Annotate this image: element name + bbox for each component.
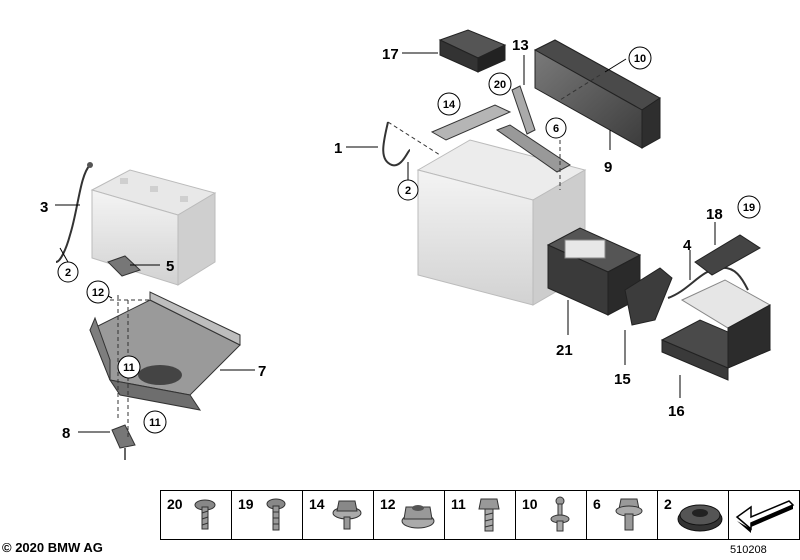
callout-11-tray: 11: [117, 355, 141, 379]
ref-cell-2: 2: [658, 491, 729, 539]
callout-18: 18: [706, 206, 723, 223]
ref-number: 10: [522, 496, 538, 512]
ref-number: 19: [238, 496, 254, 512]
callout-7: 7: [258, 363, 266, 380]
ref-number: 11: [451, 496, 466, 512]
fastener-reference-bar: 20 19 14 12 11: [160, 490, 800, 540]
callout-4: 4: [683, 237, 692, 254]
callout-12: 12: [86, 280, 110, 304]
ref-cell-19: 19: [232, 491, 303, 539]
positive-cable: [382, 121, 411, 167]
callout-16: 16: [668, 403, 685, 420]
figure-id: 510208: [730, 544, 767, 556]
callout-2-left: 2: [57, 261, 79, 283]
callout-15: 15: [614, 371, 631, 388]
callout-8: 8: [62, 425, 70, 442]
callout-17: 17: [382, 46, 399, 63]
svg-text:14: 14: [443, 99, 456, 111]
direction-arrow-icon: [735, 500, 795, 533]
ref-number: 12: [380, 496, 396, 512]
screw-icon: [194, 499, 216, 530]
svg-text:12: 12: [92, 287, 104, 299]
flange-nut-icon: [401, 505, 435, 529]
callout-14: 14: [437, 92, 461, 116]
bracket-15: [624, 267, 673, 326]
callout-1: 1: [334, 140, 342, 157]
bracket-13: [495, 85, 571, 173]
ref-number: 20: [167, 496, 183, 512]
collar-screw-icon: [615, 498, 643, 531]
svg-text:10: 10: [634, 53, 646, 65]
callout-19: 19: [737, 195, 761, 219]
part-18: [694, 234, 761, 276]
ground-cable: [55, 164, 91, 263]
bracket-14: [430, 104, 512, 141]
callout-20: 20: [488, 72, 512, 96]
svg-text:11: 11: [123, 362, 135, 374]
bracket-5: [107, 255, 141, 277]
callout-21: 21: [556, 342, 573, 359]
battery-small: [90, 169, 217, 286]
svg-text:6: 6: [553, 123, 559, 135]
svg-text:19: 19: [743, 202, 755, 214]
callout-2-right: 2: [397, 179, 419, 201]
ref-number: 14: [309, 496, 325, 512]
hex-bolt-icon: [478, 498, 500, 532]
clip-icon: [550, 496, 570, 532]
battery-tray: [89, 291, 241, 411]
rivet-icon: [266, 498, 286, 531]
grommet-icon: [677, 504, 723, 532]
ref-cell-6: 6: [587, 491, 658, 539]
box-21: [546, 227, 642, 316]
cover-9: [533, 39, 661, 149]
callout-6: 6: [545, 117, 567, 139]
box-16: [660, 279, 772, 381]
bracket-8: [111, 424, 136, 449]
ref-number: 6: [593, 496, 601, 512]
svg-text:2: 2: [405, 185, 411, 197]
ref-cell-11: 11: [445, 491, 516, 539]
callout-13: 13: [512, 37, 529, 54]
ref-cell-12: 12: [374, 491, 445, 539]
callout-5: 5: [166, 258, 174, 275]
ref-cell-arrow: [729, 491, 799, 539]
callout-10: 10: [628, 46, 652, 70]
callout-11-bracket: 11: [143, 410, 167, 434]
ref-number: 2: [664, 496, 672, 512]
part-17: [438, 29, 507, 73]
ref-cell-10: 10: [516, 491, 587, 539]
callout-9: 9: [604, 159, 612, 176]
callout-3: 3: [40, 199, 48, 216]
ref-cell-14: 14: [303, 491, 374, 539]
svg-text:20: 20: [494, 79, 506, 91]
ref-cell-20: 20: [161, 491, 232, 539]
svg-text:11: 11: [149, 417, 161, 429]
copyright-text: © 2020 BMW AG: [2, 540, 103, 555]
svg-text:2: 2: [65, 267, 71, 279]
battery-large: [416, 139, 587, 306]
collar-nut-icon: [332, 500, 362, 530]
